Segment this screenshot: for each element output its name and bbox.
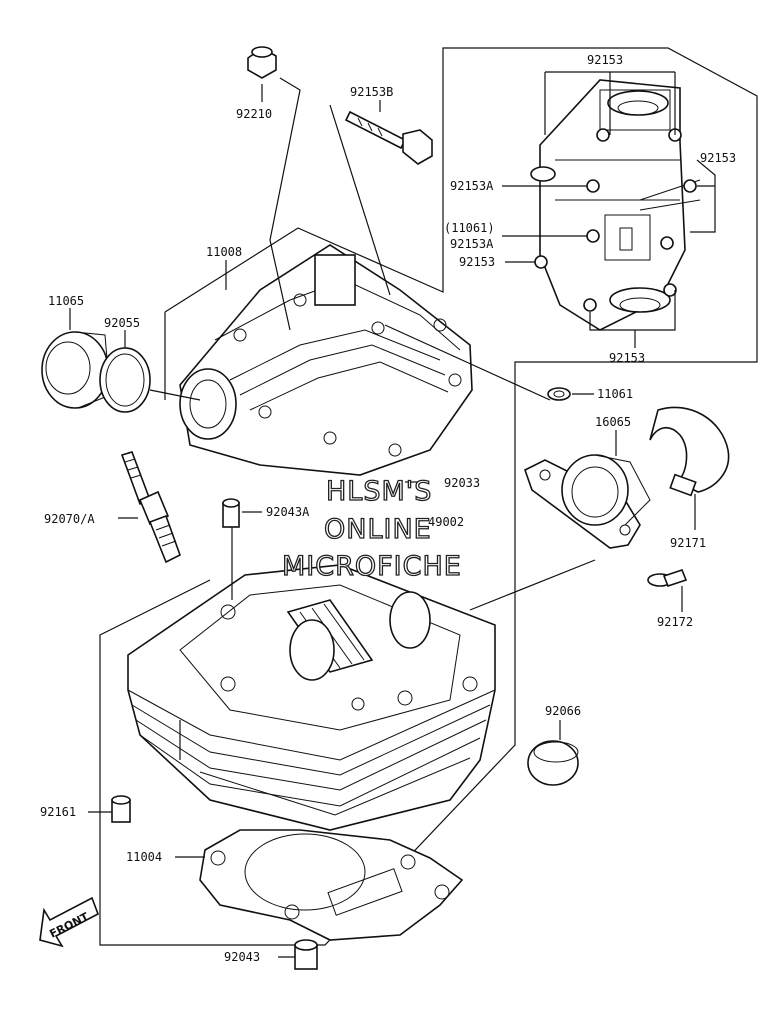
plug-11065-part	[41, 331, 111, 409]
label-16065: 16065	[595, 415, 631, 429]
label-92161: 92161	[40, 805, 76, 819]
label-92055: 92055	[104, 316, 140, 330]
label-92153-top: 92153	[587, 53, 623, 67]
label-49002: 49002	[428, 515, 464, 529]
cylinder-head-11008-part	[179, 244, 473, 476]
label-92153-right: 92153	[700, 151, 736, 165]
screw-92172-part	[647, 569, 688, 587]
front-arrow: FRONT	[39, 896, 99, 948]
plug-92066-part	[527, 740, 579, 786]
label-11061-paren: (11061)	[444, 221, 495, 235]
label-92153A-b: 92153A	[450, 237, 494, 251]
label-92066: 92066	[545, 704, 581, 718]
dowel-92043-part	[294, 939, 318, 970]
clamp-92171-part	[649, 406, 730, 497]
intake-pipe-16065-part	[524, 454, 651, 549]
label-92153-bottom: 92153	[609, 351, 645, 365]
spark-plug-92070A-part	[120, 451, 181, 564]
dowel-92161-part	[111, 795, 131, 823]
label-92043: 92043	[224, 950, 260, 964]
label-11065: 11065	[48, 294, 84, 308]
watermark: HLSM'S ONLINE MICROFICHE	[281, 475, 462, 582]
label-92153B: 92153B	[350, 85, 393, 99]
dowel-pin-92043A-part	[222, 498, 240, 528]
watermark-line-2: ONLINE	[324, 514, 432, 545]
label-11004: 11004	[126, 850, 162, 864]
bolt-92153B-part	[344, 110, 433, 165]
label-92043A: 92043A	[266, 505, 310, 519]
gasket-11004-part	[199, 829, 464, 941]
label-92070A: 92070/A	[44, 512, 95, 526]
cylinder-head-group-frame	[99, 47, 758, 946]
label-92172: 92172	[657, 615, 693, 629]
cylinder-head-lower-part	[127, 564, 496, 831]
leader-lines	[69, 71, 716, 958]
label-92153A-a: 92153A	[450, 179, 494, 193]
o-ring-92055-part	[99, 347, 151, 413]
label-92153-left: 92153	[459, 255, 495, 269]
label-11008: 11008	[206, 245, 242, 259]
label-11061: 11061	[597, 387, 633, 401]
head-cover-part	[530, 79, 701, 331]
label-92033: 92033	[444, 476, 480, 490]
o-ring-11061-part	[547, 387, 571, 401]
label-92210: 92210	[236, 107, 272, 121]
label-92171: 92171	[670, 536, 706, 550]
watermark-line-3: MICROFICHE	[282, 551, 462, 582]
cap-nut-92210-part	[247, 46, 277, 79]
front-arrow-icon	[39, 896, 99, 948]
watermark-line-1: HLSM'S	[326, 476, 432, 507]
